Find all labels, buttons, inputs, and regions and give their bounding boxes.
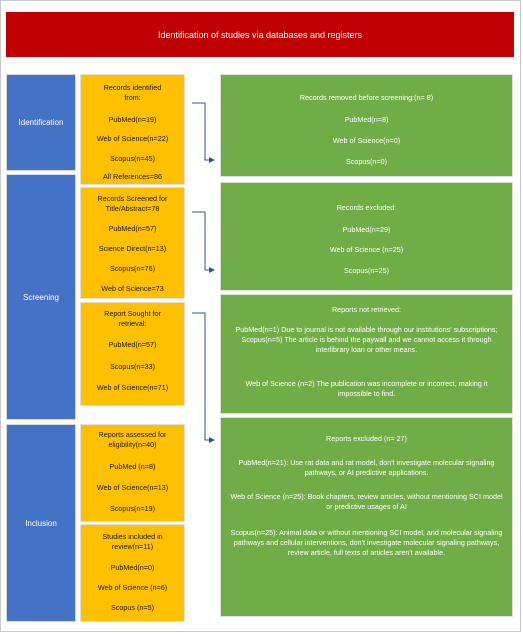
reports-assessed-box: Reports assessed for eligibility(n=40) P…	[80, 424, 185, 522]
reports-assessed-title-1: Reports assessed for	[98, 430, 167, 439]
reports-sought-pubmed: PubMed(n=57)	[108, 340, 157, 349]
records-identified-box: Records identified from: PubMed(n=19) We…	[80, 74, 185, 185]
records-identified-scopus: Scopus(n=45)	[110, 154, 155, 163]
records-screened-wos: Web of Science=73	[101, 284, 164, 293]
reports-not-retrieved-title: Reports not retrieved:	[331, 305, 402, 314]
records-excluded-wos: Web of Science (n=25)	[329, 245, 404, 254]
studies-included-scopus: Scopus (n=5)	[111, 603, 154, 612]
arrow-identification	[192, 102, 215, 163]
records-removed-box: Records removed before screening:(n= 8) …	[220, 74, 513, 177]
records-screened-sciencedirect: Science Direct(n=13)	[98, 244, 167, 253]
records-excluded-scopus: Scopus(n=25)	[344, 266, 389, 275]
records-screened-box: Records Screened for Title/Abstract=78 P…	[80, 187, 185, 299]
records-identified-all: All References=86	[103, 172, 162, 181]
reports-excluded-box: Reports excluded (n= 27) PubMed(n=21): U…	[220, 417, 513, 617]
stage-inclusion-label: Inclusion	[25, 518, 57, 528]
reports-excluded-title: Reports excluded (n= 27)	[326, 434, 407, 443]
stage-identification: Identification	[6, 74, 76, 171]
reports-sought-title-2: retrieval:	[118, 319, 147, 328]
records-removed-pubmed: PubMed(n=8)	[344, 115, 389, 124]
arrow-screening	[192, 211, 215, 273]
records-screened-pubmed: PubMed(n=57)	[108, 224, 157, 233]
records-removed-scopus: Scopus(n=0)	[346, 157, 387, 166]
records-identified-wos: Web of Science(n=22)	[96, 134, 169, 143]
records-excluded-box: Records excluded: PubMed(n=29) Web of Sc…	[220, 182, 513, 291]
records-identified-pubmed: PubMed(n=19)	[108, 115, 157, 124]
reports-sought-box: Report Sought for retrieval: PubMed(n=57…	[80, 302, 185, 406]
records-identified-title-1: Records identified	[103, 83, 162, 92]
records-screened-title-2: Title/Abstract=78	[105, 204, 160, 213]
reports-assessed-title-2: eligibility(n=40)	[108, 440, 157, 449]
studies-included-title-2: review(n=11)	[111, 542, 154, 551]
stage-inclusion: Inclusion	[6, 424, 76, 622]
studies-included-wos: Web of Science (n=6)	[97, 583, 168, 592]
reports-sought-wos: Web of Science(n=71)	[96, 383, 169, 392]
reports-not-retrieved-reasons: PubMed(n=1) Due to journal is not availa…	[235, 325, 498, 354]
stage-screening: Screening	[6, 174, 76, 420]
reports-excluded-wos: Web of Science (n=25): Book chapters, re…	[230, 492, 503, 511]
arrow-retrieval	[192, 312, 215, 443]
reports-assessed-scopus: Scopus(n=19)	[110, 504, 155, 513]
records-removed-wos: Web of Science(n=0)	[332, 136, 401, 145]
studies-included-title-1: Studies included in	[102, 532, 163, 541]
diagram-header: Identification of studies via databases …	[6, 12, 514, 57]
records-removed-title: Records removed before screening:(n= 8)	[299, 93, 434, 102]
studies-included-box: Studies included in review(n=11) PubMed(…	[80, 524, 185, 622]
reports-assessed-wos: Web of Science(n=13)	[96, 483, 169, 492]
records-excluded-title: Records excluded:	[336, 203, 397, 212]
stage-identification-label: Identification	[18, 118, 64, 127]
reports-assessed-pubmed: PubMed (n=8)	[109, 462, 156, 471]
reports-excluded-pubmed: PubMed(n=21): Use rat data and rat model…	[238, 458, 495, 477]
reports-sought-title-1: Report Sought for	[104, 309, 161, 318]
reports-sought-scopus: Scopus(n=33)	[110, 362, 155, 371]
reports-excluded-scopus: Scopus(n=25): Animal data or without men…	[230, 528, 503, 557]
reports-not-retrieved-box: Reports not retrieved: PubMed(n=1) Due t…	[220, 294, 513, 414]
reports-not-retrieved-wos: Web of Science (n=2) The publication was…	[245, 379, 488, 398]
records-screened-scopus: Scopus(n=76)	[110, 264, 155, 273]
records-identified-title-2: from:	[124, 93, 141, 102]
records-screened-title-1: Records Screened for	[97, 194, 168, 203]
stage-screening-label: Screening	[22, 292, 60, 302]
header-title: Identification of studies via databases …	[157, 29, 363, 40]
studies-included-pubmed: PubMed(n=0)	[110, 563, 155, 572]
records-excluded-pubmed: PubMed(n=29)	[342, 225, 391, 234]
